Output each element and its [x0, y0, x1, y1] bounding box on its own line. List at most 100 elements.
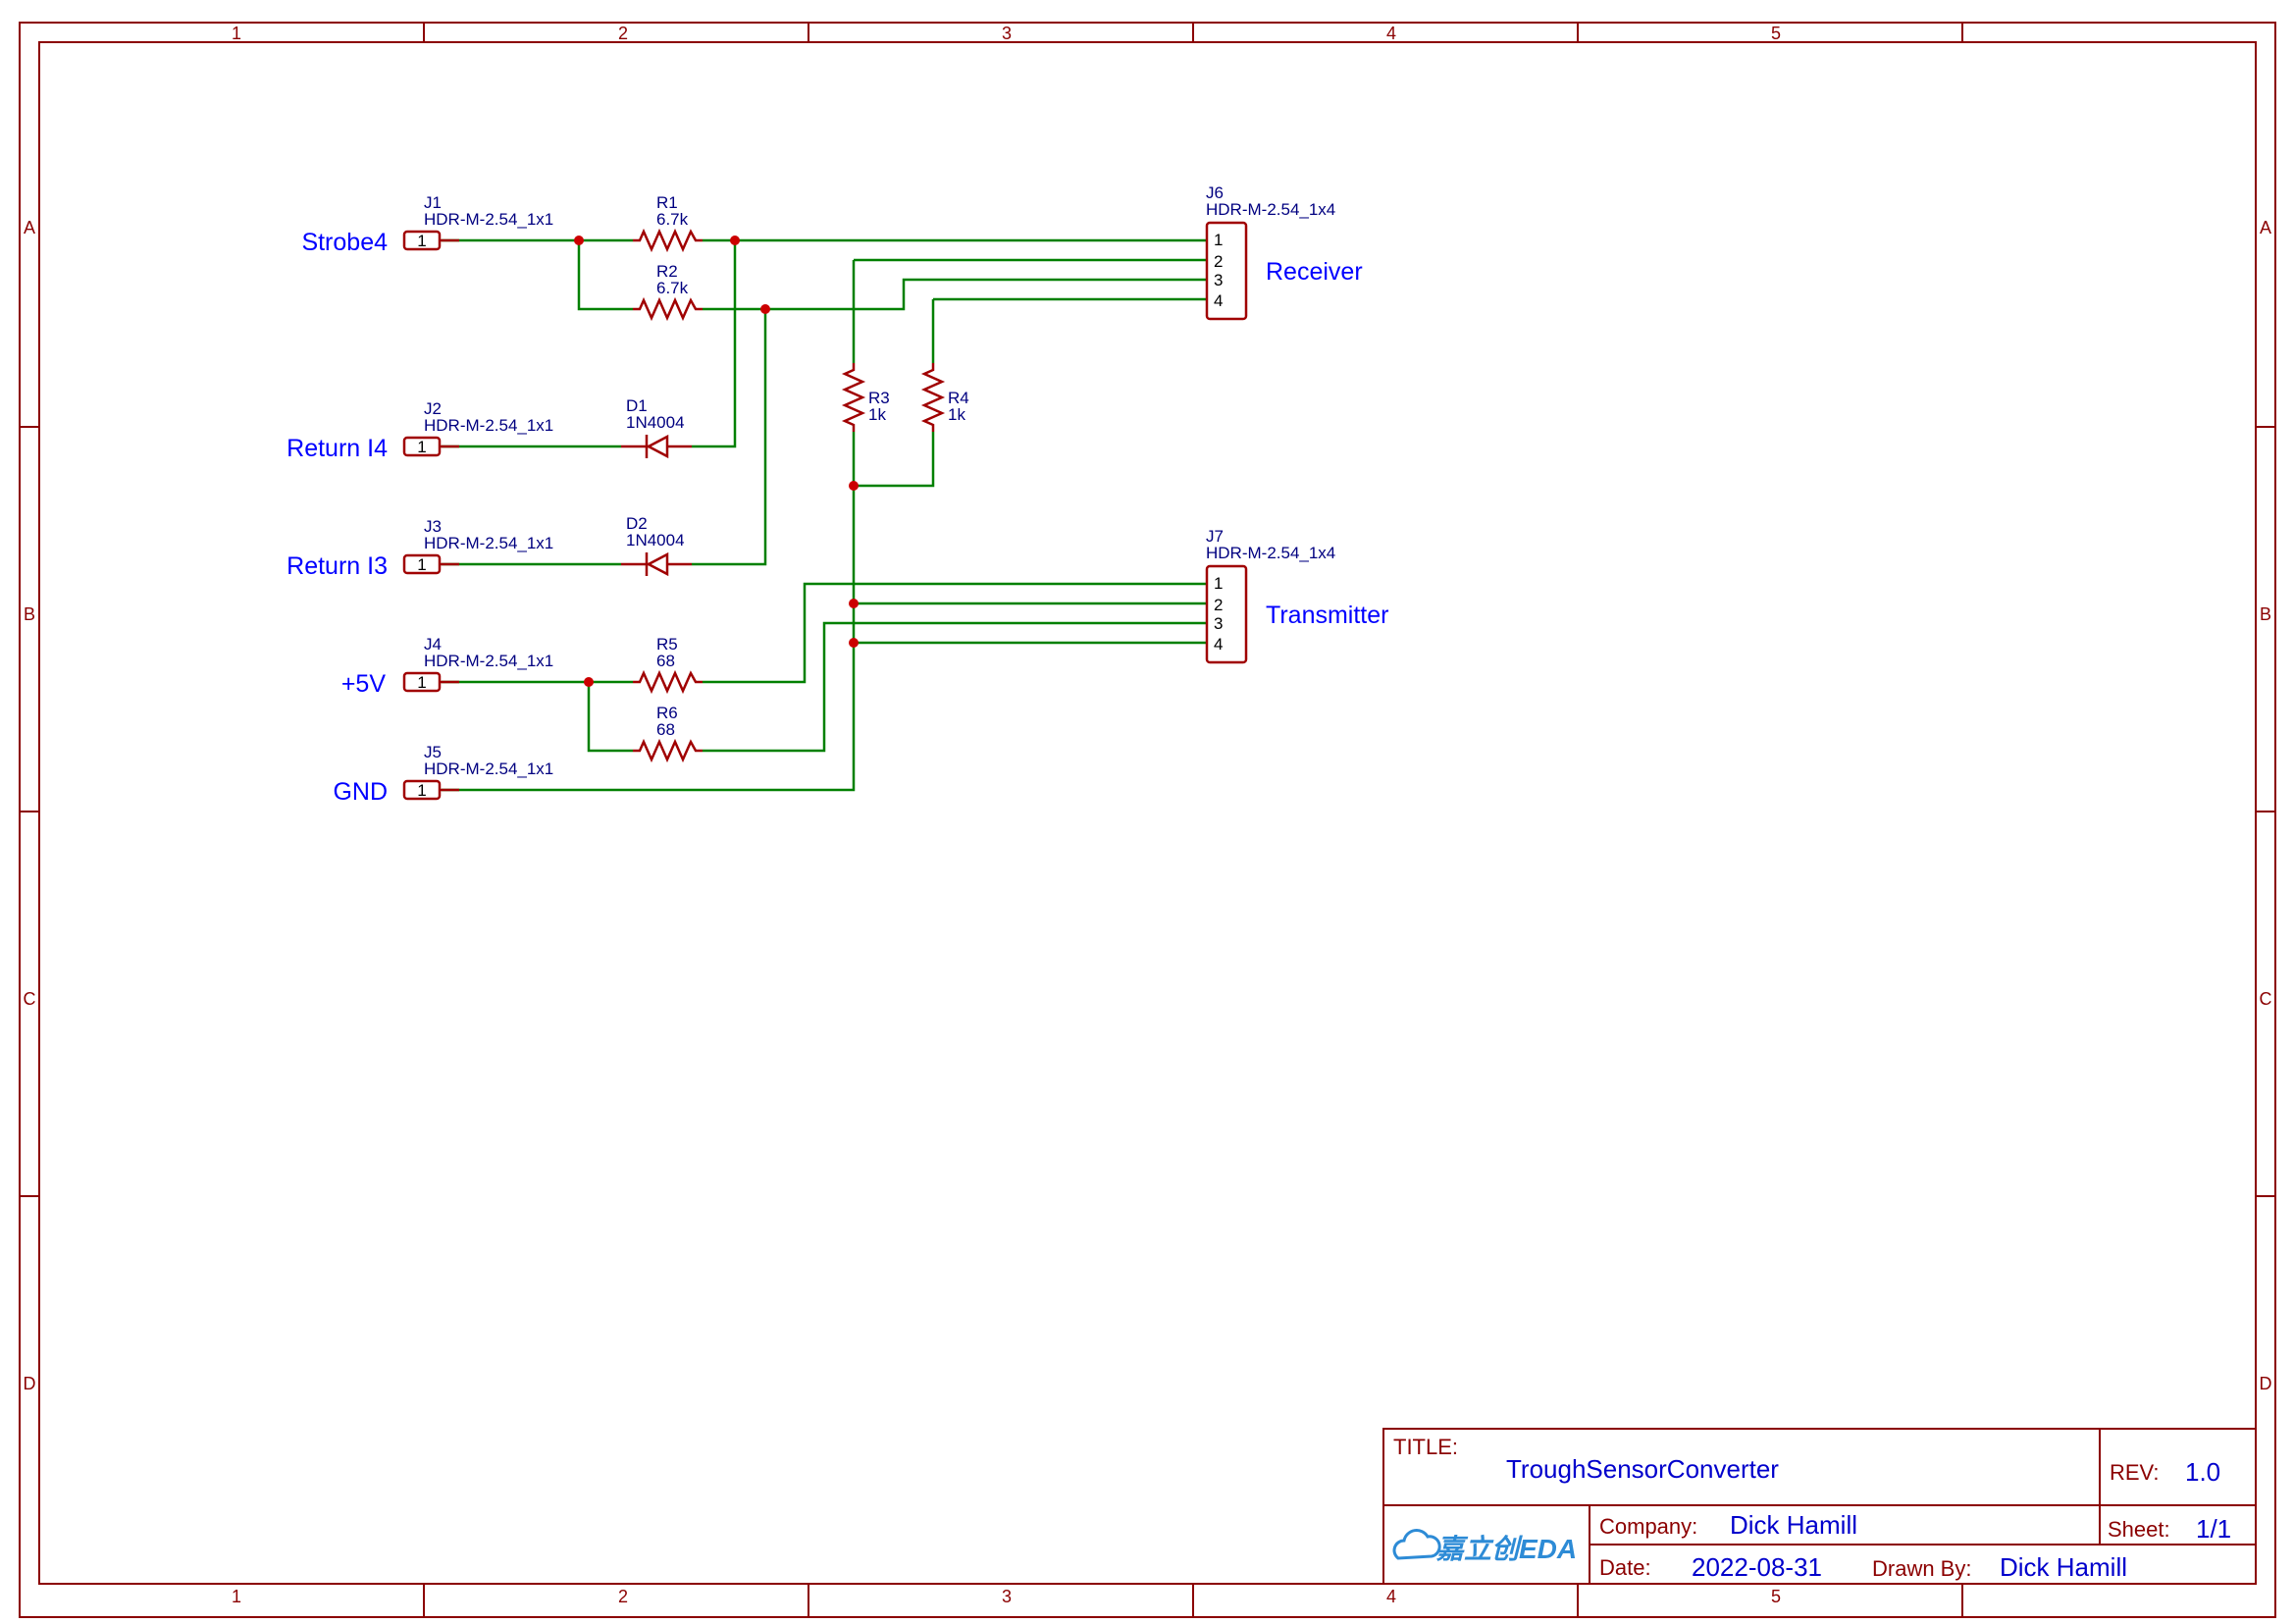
net-label-return-i4: Return I4 — [287, 435, 388, 462]
component-value: 68 — [656, 720, 675, 739]
title-block: TITLE: TroughSensorConverter REV: 1.0 Co… — [1382, 1428, 2257, 1585]
component-ref: J6 — [1206, 183, 1224, 202]
resistor-r3[interactable]: R3 1k — [841, 363, 890, 432]
component-value: 6.7k — [656, 279, 689, 297]
connector-j7[interactable]: 1 2 3 4 J7 HDR-M-2.54_1x4 — [1205, 527, 1335, 664]
company-value: Dick Hamill — [1730, 1510, 1857, 1540]
pin-number: 3 — [1214, 271, 1223, 289]
pin-number: 2 — [1214, 252, 1223, 271]
row-label: B — [2260, 604, 2271, 624]
pin-number: 1 — [417, 781, 426, 800]
company-label: Company: — [1599, 1514, 1697, 1539]
component-value: 1k — [948, 405, 965, 424]
resistor-r2[interactable]: R2 6.7k — [633, 262, 703, 322]
component-ref: D1 — [626, 396, 648, 415]
rev-label: REV: — [2110, 1460, 2160, 1485]
component-value: 6.7k — [656, 210, 689, 229]
sheet-label: Sheet: — [2108, 1517, 2170, 1542]
drawing-title: TroughSensorConverter — [1506, 1454, 1779, 1484]
resistor-r4[interactable]: R4 1k — [920, 363, 969, 432]
component-ref: R1 — [656, 193, 678, 212]
component-ref: J2 — [424, 399, 442, 418]
diode-d2[interactable]: D2 1N4004 — [621, 514, 692, 577]
pin-number: 1 — [417, 555, 426, 574]
column-label: 2 — [618, 24, 628, 43]
logo: 嘉立创EDA — [1392, 1529, 1577, 1564]
connector-j1[interactable]: 1 J1 HDR-M-2.54_1x1 — [402, 193, 553, 251]
resistor-r6[interactable]: R6 68 — [633, 704, 703, 763]
net-label-gnd: GND — [333, 778, 388, 806]
column-label: 4 — [1386, 1587, 1396, 1606]
component-value: HDR-M-2.54_1x1 — [424, 416, 553, 435]
net-label-return-i3: Return I3 — [287, 552, 388, 580]
row-label: D — [2260, 1374, 2272, 1393]
row-label: C — [2260, 989, 2272, 1009]
component-ref: R3 — [868, 389, 890, 407]
cloud-icon — [1392, 1529, 1441, 1560]
component-value: 1k — [868, 405, 886, 424]
component-ref: R4 — [948, 389, 969, 407]
pin-number: 1 — [417, 673, 426, 692]
component-value: 68 — [656, 652, 675, 670]
date-label: Date: — [1599, 1555, 1651, 1580]
component-ref: R6 — [656, 704, 678, 722]
column-label: 1 — [232, 24, 241, 43]
component-ref: R2 — [656, 262, 678, 281]
row-label: C — [24, 989, 36, 1009]
component-ref: D2 — [626, 514, 648, 533]
net-label-transmitter: Transmitter — [1266, 602, 1388, 629]
sheet-value: 1/1 — [2196, 1514, 2231, 1544]
column-label: 5 — [1771, 24, 1781, 43]
drawn-by-label: Drawn By: — [1872, 1556, 1971, 1581]
net-label-receiver: Receiver — [1266, 258, 1363, 286]
rev-value: 1.0 — [2185, 1457, 2220, 1487]
component-value: 1N4004 — [626, 531, 685, 550]
connector-j2[interactable]: 1 J2 HDR-M-2.54_1x1 — [402, 399, 553, 457]
column-label: 3 — [1002, 24, 1012, 43]
component-ref: J5 — [424, 743, 442, 761]
pin-number: 1 — [1214, 231, 1223, 249]
component-ref: J7 — [1206, 527, 1224, 546]
component-value: HDR-M-2.54_1x4 — [1206, 544, 1335, 562]
drawn-by-value: Dick Hamill — [2000, 1552, 2127, 1582]
pin-number: 1 — [1214, 574, 1223, 593]
component-value: HDR-M-2.54_1x1 — [424, 760, 553, 778]
component-value: 1N4004 — [626, 413, 685, 432]
title-label: TITLE: — [1393, 1435, 1458, 1459]
net-label-5v: +5V — [341, 670, 387, 698]
column-label: 5 — [1771, 1587, 1781, 1606]
date-value: 2022-08-31 — [1692, 1552, 1822, 1582]
connector-j5[interactable]: 1 J5 HDR-M-2.54_1x1 — [402, 743, 553, 801]
resistor-r5[interactable]: R5 68 — [633, 635, 703, 695]
pin-number: 3 — [1214, 614, 1223, 633]
logo-text: 嘉立创EDA — [1435, 1534, 1577, 1564]
component-value: HDR-M-2.54_1x4 — [1206, 200, 1335, 219]
component-value: HDR-M-2.54_1x1 — [424, 210, 553, 229]
column-label: 4 — [1386, 24, 1396, 43]
pin-number: 1 — [417, 232, 426, 250]
pin-number: 2 — [1214, 596, 1223, 614]
column-label: 2 — [618, 1587, 628, 1606]
connector-j4[interactable]: 1 J4 HDR-M-2.54_1x1 — [402, 635, 553, 693]
resistor-r1[interactable]: R1 6.7k — [633, 193, 703, 253]
drawing-frame: 1 2 3 4 5 1 2 3 4 5 A B C D A B C D — [19, 22, 2276, 1618]
pin-number: 1 — [417, 438, 426, 456]
column-label: 1 — [232, 1587, 241, 1606]
row-label: B — [24, 604, 35, 624]
component-ref: J3 — [424, 517, 442, 536]
row-label: D — [24, 1374, 36, 1393]
wires — [442, 238, 1207, 792]
pin-number: 4 — [1214, 635, 1223, 654]
row-label: A — [24, 218, 35, 237]
component-ref: R5 — [656, 635, 678, 654]
column-label: 3 — [1002, 1587, 1012, 1606]
component-ref: J4 — [424, 635, 442, 654]
connector-j6[interactable]: 1 2 3 4 J6 HDR-M-2.54_1x4 — [1205, 183, 1335, 321]
junctions — [574, 236, 859, 687]
diode-d1[interactable]: D1 1N4004 — [621, 396, 692, 459]
connector-j3[interactable]: 1 J3 HDR-M-2.54_1x1 — [402, 517, 553, 575]
component-ref: J1 — [424, 193, 442, 212]
net-label-strobe4: Strobe4 — [301, 229, 388, 256]
component-value: HDR-M-2.54_1x1 — [424, 652, 553, 670]
